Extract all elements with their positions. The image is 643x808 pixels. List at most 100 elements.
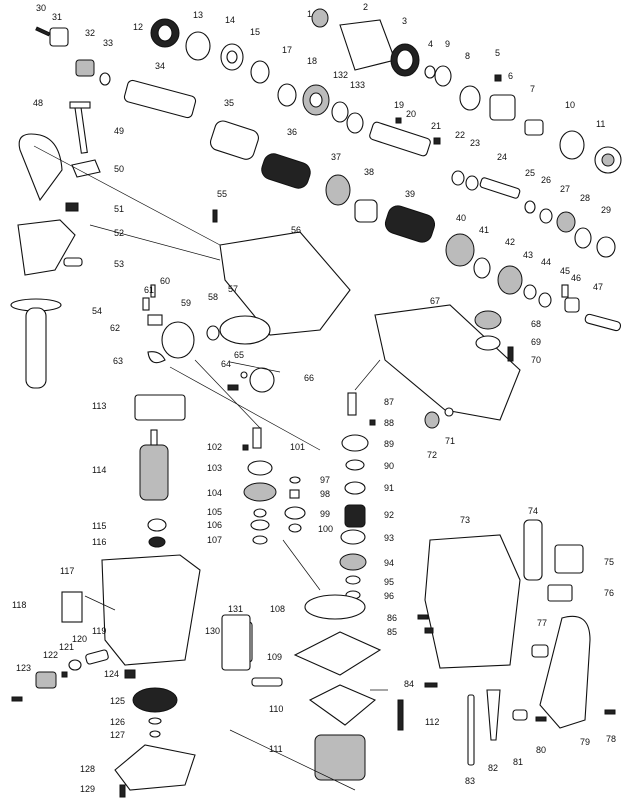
part-117-motor-housing bbox=[101, 554, 201, 666]
label-26: 26 bbox=[541, 175, 551, 185]
label-75: 75 bbox=[604, 557, 614, 567]
label-63: 63 bbox=[113, 356, 123, 366]
part-73-handle-housing bbox=[424, 534, 521, 669]
leader-lines bbox=[33, 145, 388, 791]
label-117: 117 bbox=[60, 566, 74, 576]
part-114-armature bbox=[139, 429, 169, 501]
label-48: 48 bbox=[33, 98, 43, 108]
label-99: 99 bbox=[320, 509, 330, 519]
part-18-bearing bbox=[302, 84, 330, 116]
label-30: 30 bbox=[36, 3, 46, 13]
label-68: 68 bbox=[531, 319, 541, 329]
part-110-bracket bbox=[308, 684, 377, 726]
label-81: 81 bbox=[513, 757, 523, 767]
part-120-nut bbox=[68, 659, 82, 671]
label-103: 103 bbox=[207, 463, 222, 473]
label-58: 58 bbox=[208, 292, 218, 302]
label-23: 23 bbox=[470, 138, 480, 148]
part-54-side-grip bbox=[10, 298, 62, 389]
label-129: 129 bbox=[80, 784, 95, 794]
label-114: 114 bbox=[92, 465, 106, 475]
part-19-pin bbox=[395, 117, 402, 124]
label-91: 91 bbox=[384, 483, 394, 493]
label-7: 7 bbox=[530, 84, 535, 94]
part-31-sleeve bbox=[49, 27, 69, 47]
label-113: 113 bbox=[92, 401, 106, 411]
part-128-end-cover bbox=[114, 744, 196, 791]
label-3: 3 bbox=[402, 16, 407, 26]
part-42-bearing bbox=[497, 265, 523, 295]
label-50: 50 bbox=[114, 164, 124, 174]
label-90: 90 bbox=[384, 461, 394, 471]
part-29-cap bbox=[596, 236, 616, 258]
label-71: 71 bbox=[445, 436, 455, 446]
label-128: 128 bbox=[80, 764, 95, 774]
label-110: 110 bbox=[269, 704, 283, 714]
part-94-gear bbox=[339, 553, 367, 571]
part-81-clamp bbox=[512, 709, 528, 721]
label-85: 85 bbox=[387, 627, 397, 637]
part-133-ring bbox=[346, 112, 364, 134]
part-95-ring bbox=[345, 575, 361, 585]
part-78-screw bbox=[604, 709, 616, 715]
label-17: 17 bbox=[282, 45, 292, 55]
part-86-screw bbox=[417, 614, 429, 620]
label-36: 36 bbox=[287, 127, 297, 137]
label-80: 80 bbox=[536, 745, 546, 755]
label-38: 38 bbox=[364, 167, 374, 177]
part-9-ring bbox=[459, 85, 481, 111]
part-119-plug bbox=[85, 649, 109, 665]
label-14: 14 bbox=[225, 15, 235, 25]
label-106: 106 bbox=[207, 520, 222, 530]
label-64: 64 bbox=[221, 359, 231, 369]
label-46: 46 bbox=[571, 273, 581, 283]
part-76-bracket bbox=[547, 584, 573, 602]
part-23-ring bbox=[465, 175, 479, 191]
label-126: 126 bbox=[110, 717, 125, 727]
part-125-fan bbox=[132, 687, 178, 713]
label-98: 98 bbox=[320, 489, 330, 499]
label-20: 20 bbox=[406, 109, 416, 119]
part-83-cord bbox=[467, 694, 475, 766]
part-50-plate bbox=[71, 159, 101, 178]
part-17-ring bbox=[277, 83, 297, 107]
part-77-lock-button bbox=[531, 644, 549, 658]
part-64-screw bbox=[227, 384, 239, 391]
part-33-ring bbox=[99, 72, 111, 86]
label-118: 118 bbox=[12, 600, 26, 610]
label-18: 18 bbox=[307, 56, 317, 66]
part-35-sleeve bbox=[209, 120, 259, 160]
part-34-cylinder bbox=[123, 79, 197, 119]
label-133: 133 bbox=[350, 80, 365, 90]
part-112-screw bbox=[397, 699, 404, 731]
part-71-ring bbox=[444, 407, 454, 417]
label-111: 111 bbox=[269, 744, 283, 754]
label-121: 121 bbox=[59, 642, 74, 652]
label-79: 79 bbox=[580, 737, 590, 747]
part-27-holder bbox=[556, 211, 576, 233]
part-69-o-ring bbox=[475, 335, 501, 351]
part-11-cap bbox=[594, 146, 622, 174]
part-8-washer bbox=[434, 65, 452, 87]
label-15: 15 bbox=[250, 27, 260, 37]
part-36-spring bbox=[261, 153, 311, 189]
part-41-o-ring bbox=[473, 257, 491, 279]
part-88-key bbox=[369, 419, 376, 426]
part-12-gear bbox=[150, 18, 180, 48]
label-112: 112 bbox=[425, 717, 439, 727]
part-59-brush-holder bbox=[161, 321, 195, 359]
part-30-pin bbox=[35, 26, 51, 37]
part-10-ring bbox=[559, 130, 585, 160]
label-105: 105 bbox=[207, 507, 222, 517]
part-67-gear-housing bbox=[374, 304, 521, 421]
label-12: 12 bbox=[133, 22, 143, 32]
part-62-cap bbox=[147, 314, 163, 326]
part-3-spring bbox=[390, 43, 420, 77]
part-37-bearing bbox=[325, 174, 351, 206]
part-44-ring bbox=[538, 292, 552, 308]
part-129-screw bbox=[119, 784, 126, 798]
part-131-controller bbox=[221, 614, 283, 687]
label-127: 127 bbox=[110, 730, 125, 740]
part-90-ring bbox=[345, 459, 365, 471]
label-39: 39 bbox=[405, 189, 415, 199]
